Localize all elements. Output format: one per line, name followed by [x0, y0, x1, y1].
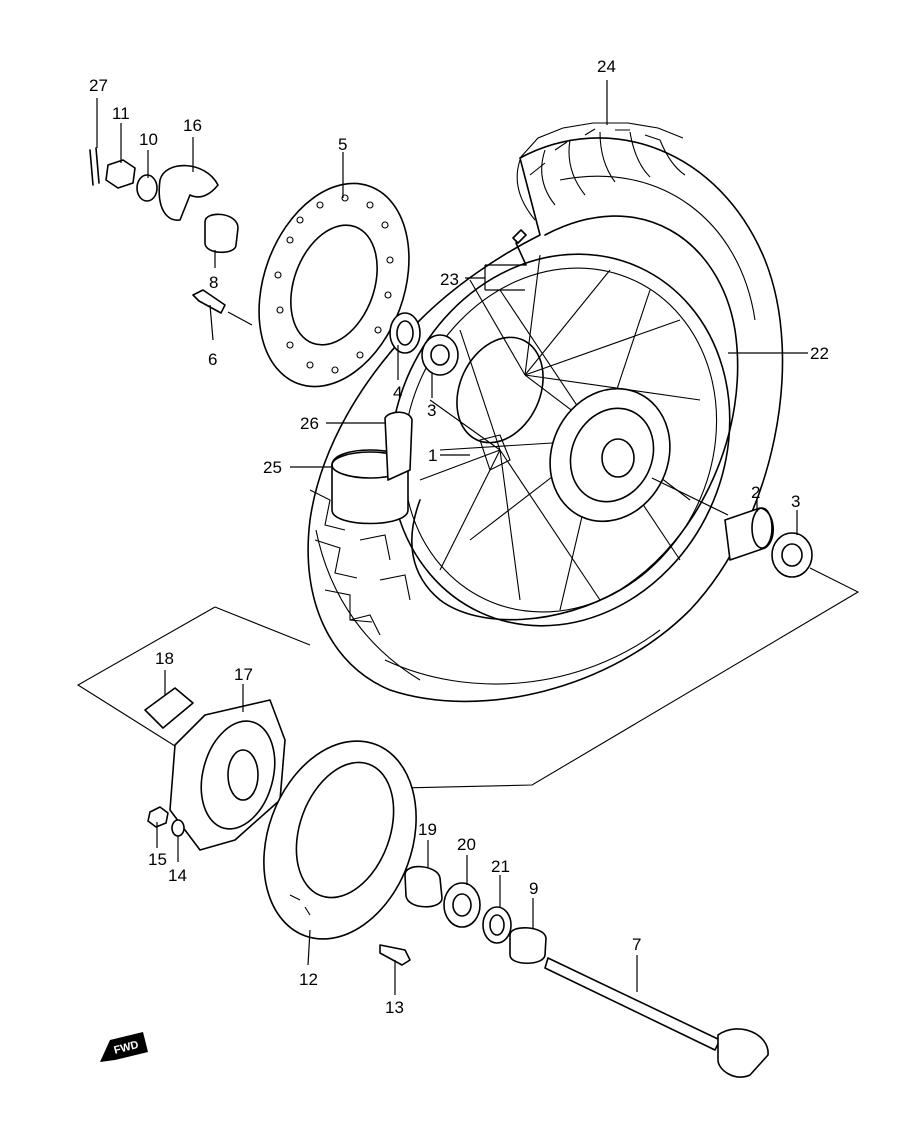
rear-sprocket	[263, 740, 417, 940]
cotter-pin	[89, 147, 100, 186]
valve	[512, 229, 527, 266]
bolt-13	[379, 944, 411, 966]
label-6: 6	[208, 350, 217, 369]
label-5: 5	[338, 135, 347, 154]
chain-adjuster-16	[158, 164, 219, 221]
label-17: 17	[234, 665, 253, 684]
label-21: 21	[491, 857, 510, 876]
hub	[456, 336, 671, 523]
label-25: 25	[263, 458, 282, 477]
seal-21	[482, 906, 512, 944]
label-1: 1	[428, 446, 437, 465]
nut-15	[147, 806, 169, 828]
damper-18	[144, 687, 194, 729]
nut-11	[105, 159, 136, 189]
label-10: 10	[139, 130, 158, 149]
label-16: 16	[183, 116, 202, 135]
bearing-20	[443, 882, 481, 928]
label-20: 20	[457, 835, 476, 854]
label-22: 22	[810, 344, 829, 363]
part-labels: 27 11 10 16 5 24 8 6 23 4 3 22 26 1 25 2…	[89, 57, 829, 1017]
label-8: 8	[209, 273, 218, 292]
assembly-boundary	[76, 567, 860, 791]
bearing-3-right	[771, 532, 813, 578]
bolt-6	[192, 289, 226, 314]
label-18: 18	[155, 649, 174, 668]
label-24: 24	[597, 57, 616, 76]
label-7: 7	[632, 935, 641, 954]
spacer-19	[404, 865, 443, 908]
label-11: 11	[112, 104, 130, 123]
label-2: 2	[751, 483, 760, 502]
spacer-2	[724, 507, 774, 561]
label-27: 27	[89, 76, 108, 95]
leader-lines	[96, 80, 808, 995]
collar-8	[204, 213, 239, 254]
axle	[544, 957, 769, 1078]
label-12: 12	[299, 970, 318, 989]
disc-rotor	[258, 182, 410, 388]
label-4: 4	[393, 383, 402, 402]
bearing-3-top	[421, 334, 459, 376]
rim	[389, 253, 731, 627]
label-23: 23	[440, 270, 459, 289]
seal-4	[389, 312, 421, 354]
label-9: 9	[529, 879, 538, 898]
label-3-top: 3	[427, 401, 436, 420]
label-14: 14	[168, 866, 187, 885]
label-3-right: 3	[791, 492, 800, 511]
spacer-9	[509, 927, 547, 965]
washer-14	[171, 819, 185, 837]
washer-10	[136, 174, 158, 202]
label-19: 19	[418, 820, 437, 839]
label-13: 13	[385, 998, 404, 1017]
fwd-badge: FWD	[100, 1032, 148, 1062]
label-26: 26	[300, 414, 319, 433]
label-15: 15	[148, 850, 167, 869]
tube	[331, 411, 413, 525]
